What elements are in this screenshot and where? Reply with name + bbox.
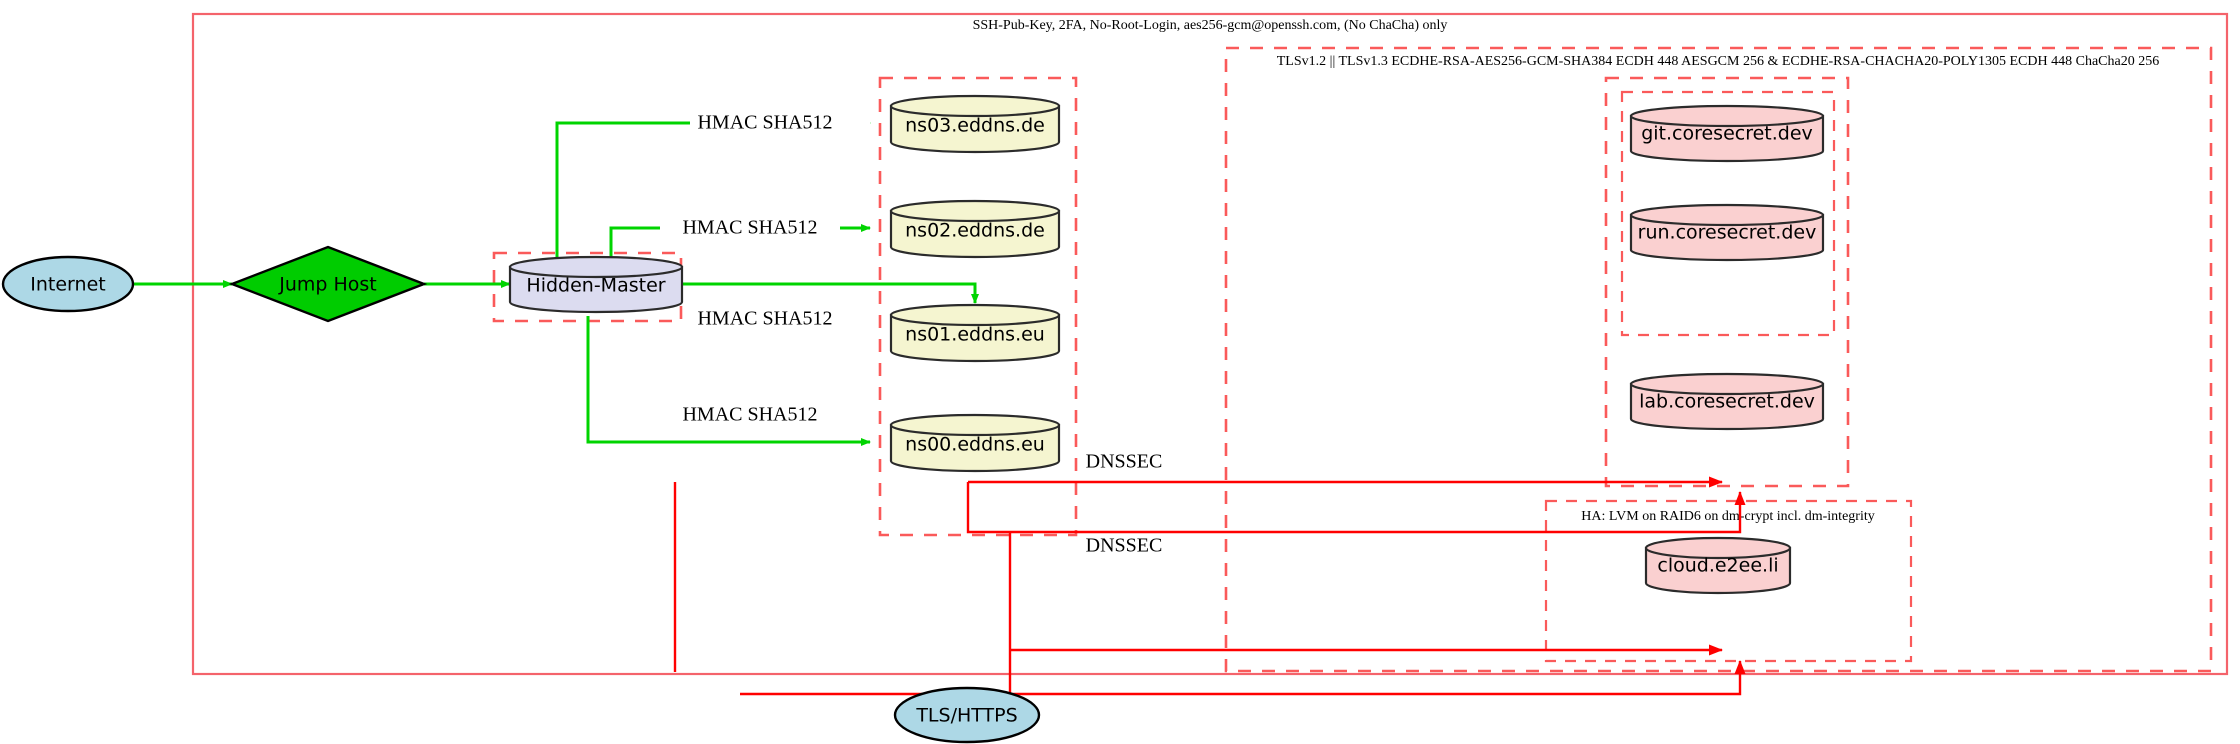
node-ns03-body xyxy=(889,104,1061,154)
edge-tls-https-to-coresecret xyxy=(740,660,1746,696)
node-tls-https-shape xyxy=(893,686,1041,744)
node-git-coresecret[interactable]: git.coresecret.dev xyxy=(1629,104,1825,163)
edge-label-dnssec-2: DNSSEC xyxy=(1086,535,1163,557)
node-ns03-label: ns03.eddns.de xyxy=(905,115,1045,137)
node-tls-https-label: TLS/HTTPS xyxy=(915,705,1017,727)
node-git-coresecret-body xyxy=(1629,114,1825,163)
node-run-coresecret-label: run.coresecret.dev xyxy=(1638,222,1817,244)
node-internet-shape xyxy=(1,255,135,313)
cluster-coresecret-zone xyxy=(1604,76,1850,488)
edge-label-hmac-2: HMAC SHA512 xyxy=(682,217,817,239)
cluster-ha-label: HA: LVM on RAID6 on dm-crypt incl. dm-in… xyxy=(1581,509,1874,524)
node-lab-coresecret-label: lab.coresecret.dev xyxy=(1639,391,1815,413)
node-ns02-top xyxy=(889,199,1061,223)
node-jump-host[interactable]: Jump Host xyxy=(228,245,428,323)
node-lab-coresecret-body xyxy=(1629,382,1825,431)
node-ns01-body xyxy=(889,313,1061,363)
node-ns01-label: ns01.eddns.eu xyxy=(905,324,1045,346)
cluster-outer-ssh xyxy=(191,12,2229,676)
node-hidden-master[interactable]: Hidden-Master xyxy=(508,255,684,314)
node-cloud-e2ee-body xyxy=(1644,546,1792,595)
node-lab-coresecret[interactable]: lab.coresecret.dev xyxy=(1629,372,1825,431)
node-run-coresecret-body xyxy=(1629,213,1825,262)
edge-label-hmac-1: HMAC SHA512 xyxy=(697,112,832,134)
node-jump-host-shape xyxy=(228,245,428,323)
node-ns01[interactable]: ns01.eddns.eu xyxy=(889,303,1061,363)
node-git-coresecret-label: git.coresecret.dev xyxy=(1641,123,1813,145)
edge-label-hmac-1-bg xyxy=(690,112,870,134)
node-ns02[interactable]: ns02.eddns.de xyxy=(889,199,1061,259)
node-ns03[interactable]: ns03.eddns.de xyxy=(889,94,1061,154)
node-git-coresecret-top xyxy=(1629,104,1825,128)
node-internet[interactable]: Internet xyxy=(1,255,135,313)
node-ns00-body xyxy=(889,423,1061,473)
node-cloud-e2ee-label: cloud.e2ee.li xyxy=(1657,555,1778,577)
node-internet-label: Internet xyxy=(30,274,105,296)
node-jump-host-label: Jump Host xyxy=(278,274,377,296)
node-cloud-e2ee-top xyxy=(1644,536,1792,560)
node-lab-coresecret-top xyxy=(1629,372,1825,396)
node-hidden-master-body xyxy=(508,265,684,314)
edge-label-dnssec-1: DNSSEC xyxy=(1086,451,1163,473)
cluster-tls-label: TLSv1.2 || TLSv1.3 ECDHE-RSA-AES256-GCM-… xyxy=(1277,54,2159,69)
node-ns00-label: ns00.eddns.eu xyxy=(905,434,1045,456)
node-run-coresecret[interactable]: run.coresecret.dev xyxy=(1629,203,1825,262)
edge-label-hmac-2-bg xyxy=(660,217,840,239)
node-ns02-label: ns02.eddns.de xyxy=(905,220,1045,242)
node-tls-https[interactable]: TLS/HTTPS xyxy=(893,686,1041,744)
cluster-coresecret-inner-zone xyxy=(1620,90,1836,337)
node-cloud-e2ee[interactable]: cloud.e2ee.li xyxy=(1644,536,1792,595)
cluster-outer-ssh-label: SSH-Pub-Key, 2FA, No-Root-Login, aes256-… xyxy=(973,18,1448,33)
edge-label-hmac-4: HMAC SHA512 xyxy=(682,404,817,426)
cluster-dns-zone xyxy=(878,76,1078,537)
node-ns00-top xyxy=(889,413,1061,437)
node-hidden-master-label: Hidden-Master xyxy=(526,275,665,297)
edge-label-hmac-4-bg xyxy=(660,405,840,427)
edge-label-hmac-3: HMAC SHA512 xyxy=(697,308,832,330)
edge-hidden-master-to-ns00 xyxy=(586,316,871,446)
node-hidden-master-top xyxy=(508,255,684,279)
cluster-ha xyxy=(1544,499,1913,663)
cluster-tls xyxy=(1224,46,2213,673)
node-ns01-top xyxy=(889,303,1061,327)
node-run-coresecret-top xyxy=(1629,203,1825,227)
node-ns00[interactable]: ns00.eddns.eu xyxy=(889,413,1061,473)
node-ns03-top xyxy=(889,94,1061,118)
edge-hidden-master-to-ns01 xyxy=(672,282,979,304)
edge-dnssec-1-return xyxy=(966,482,1746,534)
node-ns02-body xyxy=(889,209,1061,259)
